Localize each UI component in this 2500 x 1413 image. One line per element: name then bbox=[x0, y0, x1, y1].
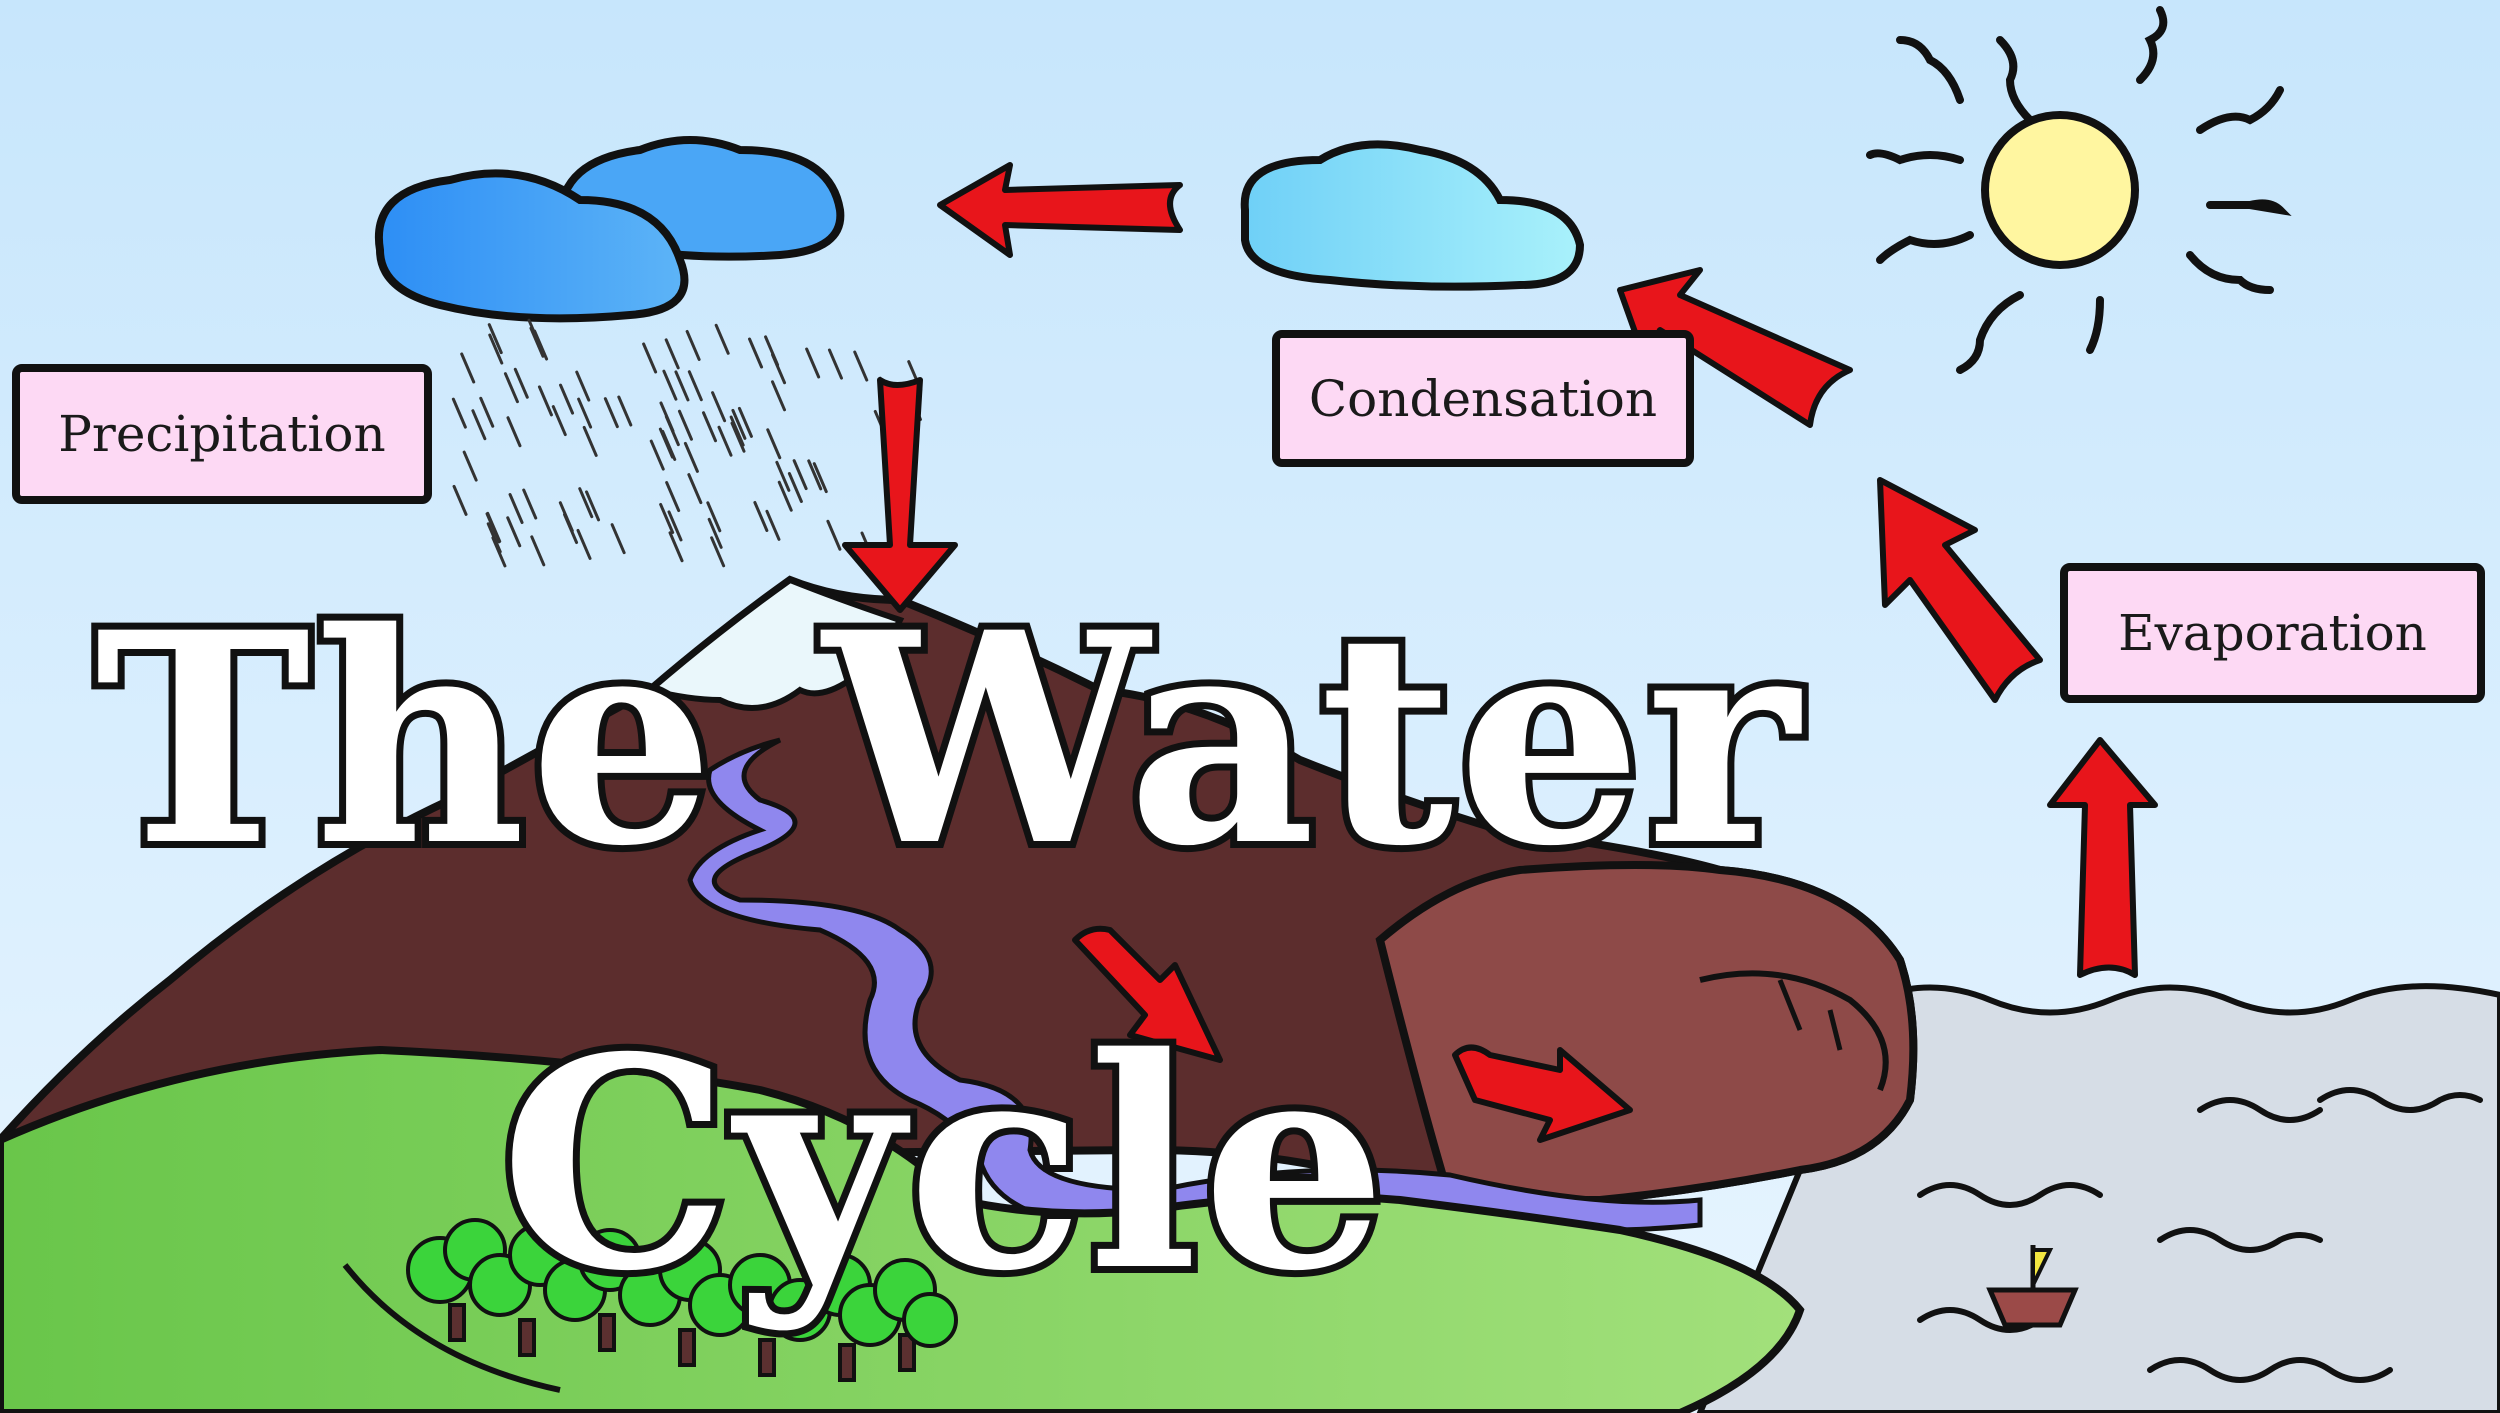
rain-drop bbox=[559, 383, 575, 415]
rain-drop bbox=[658, 427, 674, 459]
rain-drop bbox=[687, 370, 703, 402]
mountain-range bbox=[0, 575, 1918, 1204]
rain-drop bbox=[777, 480, 793, 512]
rain-drop bbox=[664, 338, 680, 370]
rain-drop bbox=[537, 385, 553, 417]
river-arrow-icon bbox=[1452, 1044, 1633, 1143]
river-arrow-icon bbox=[1072, 925, 1223, 1063]
down-arrow-icon bbox=[842, 377, 958, 613]
rain-drop bbox=[659, 401, 675, 433]
rain-drop bbox=[665, 481, 681, 513]
rain-drop bbox=[667, 510, 683, 542]
rain-drop bbox=[685, 329, 701, 361]
rain-drop bbox=[506, 516, 522, 548]
rain-drop bbox=[617, 395, 633, 427]
rain-drop bbox=[485, 512, 501, 544]
rain-streaks bbox=[451, 318, 923, 568]
rain-drop bbox=[577, 397, 593, 429]
rain-drop bbox=[491, 536, 507, 568]
title-line-1: The Water bbox=[88, 570, 1806, 910]
rain-drop bbox=[452, 484, 468, 516]
diagonal-up-arrow-icon bbox=[1617, 267, 1853, 428]
rain-drop bbox=[687, 473, 703, 505]
rain-drop bbox=[766, 428, 782, 460]
rain-drop bbox=[487, 323, 503, 355]
rain-drop bbox=[765, 509, 781, 541]
rain-drop bbox=[642, 342, 658, 374]
rain-drop bbox=[460, 352, 476, 384]
rain-drop bbox=[479, 396, 495, 428]
left-arrow-icon bbox=[937, 162, 1183, 258]
rain-drop bbox=[462, 450, 478, 482]
sun-icon bbox=[1866, 6, 2292, 374]
rain-drop bbox=[711, 391, 727, 423]
rain-drop bbox=[674, 370, 690, 402]
condensation-label: Condensation bbox=[1272, 330, 1694, 467]
rain-drop bbox=[770, 380, 786, 412]
evaporation-up-arrow-icon bbox=[1877, 477, 2043, 703]
rain-drop bbox=[527, 318, 543, 350]
rain-drop bbox=[576, 528, 592, 560]
rain-drop bbox=[805, 347, 821, 379]
rain-drop bbox=[748, 337, 764, 369]
rain-drop bbox=[714, 323, 730, 355]
rain-drop bbox=[683, 441, 699, 473]
rain-drop bbox=[792, 459, 808, 491]
arrows bbox=[842, 162, 2158, 1143]
forest bbox=[406, 1218, 958, 1382]
rain-drop bbox=[530, 535, 546, 567]
rain-drop bbox=[853, 350, 869, 382]
rain-drop bbox=[677, 409, 693, 441]
rain-drop bbox=[662, 369, 678, 401]
rain-drop bbox=[508, 493, 524, 525]
rain-drop bbox=[603, 397, 619, 429]
rain-drop bbox=[575, 370, 591, 402]
rain-drop bbox=[729, 415, 745, 447]
rain-drop bbox=[451, 397, 467, 429]
rain-drop bbox=[717, 425, 733, 457]
rain-drop bbox=[522, 488, 538, 520]
precipitation-label: Precipitation bbox=[12, 364, 432, 504]
rain-drop bbox=[659, 502, 675, 534]
rain-drop bbox=[578, 487, 594, 519]
rain-drop bbox=[753, 500, 769, 532]
rain-drop bbox=[551, 405, 567, 437]
rain-drop bbox=[610, 523, 626, 555]
river bbox=[687, 737, 1703, 1233]
rain-cloud-icon bbox=[374, 136, 845, 323]
rain-drop bbox=[787, 471, 803, 503]
rain-drop bbox=[812, 462, 828, 494]
sailboat bbox=[1986, 1245, 2079, 1328]
rain-drop bbox=[582, 425, 598, 457]
title-line-2: Cycle bbox=[493, 995, 1394, 1335]
rain-drop bbox=[706, 501, 722, 533]
rain-drop bbox=[471, 409, 487, 441]
evaporation-label: Evaporation bbox=[2060, 563, 2485, 703]
rain-drop bbox=[775, 460, 791, 492]
condensation-cloud-icon bbox=[1240, 140, 1585, 291]
rain-drop bbox=[730, 421, 746, 453]
rain-drop bbox=[702, 411, 718, 443]
rain-drop bbox=[488, 333, 504, 365]
rain-drop bbox=[807, 459, 823, 491]
rain-drop bbox=[513, 367, 529, 399]
rain-drop bbox=[503, 372, 519, 404]
sea-up-arrow-icon bbox=[2047, 737, 2158, 978]
rain-drop bbox=[826, 519, 842, 551]
rain-drop bbox=[707, 517, 723, 549]
rain-drop bbox=[737, 406, 753, 438]
rain-drop bbox=[827, 348, 843, 380]
rain-drop bbox=[771, 353, 787, 385]
rain-drop bbox=[731, 408, 747, 440]
rain-drop bbox=[710, 536, 726, 568]
rain-drop bbox=[649, 439, 665, 471]
rain-drop bbox=[506, 416, 522, 448]
rain-drop bbox=[558, 501, 574, 533]
rain-drop bbox=[668, 531, 684, 563]
rain-drop bbox=[585, 490, 601, 522]
